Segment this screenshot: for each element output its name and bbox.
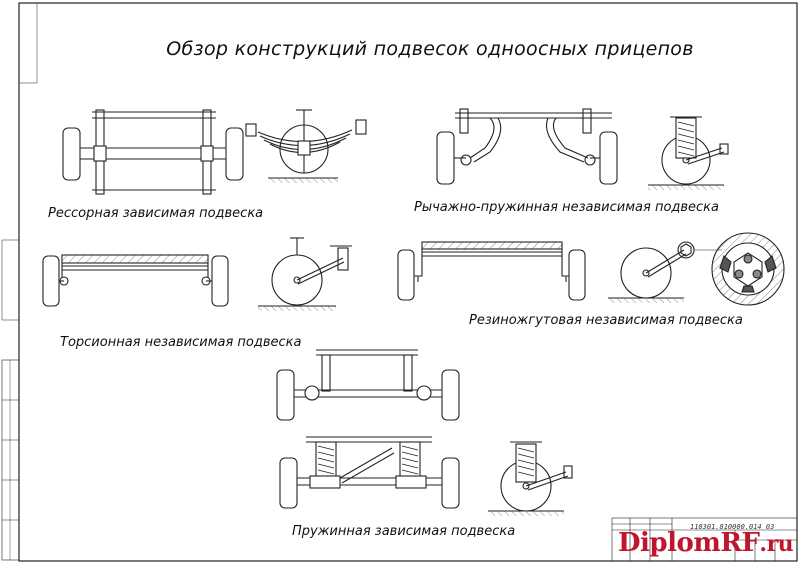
caption-lever-spring: Рычажно-пружинная независимая подвеска [414,200,720,215]
leaf-spring-top-view [62,109,244,195]
torsion-side-view [258,237,352,311]
coil-spring-rear-view [276,349,460,421]
watermark-accent: RF [720,528,760,558]
lever-spring-front-view [436,108,618,185]
torsion-front-view [42,254,229,307]
coil-spring-side-view [488,441,573,516]
title-block-doc-code: 110301.810000.014 03 [690,523,775,531]
rubber-cord-side-view [608,241,722,303]
caption-torsion: Торсионная независимая подвеска [60,335,302,350]
title-block [611,517,798,562]
caption-leaf-spring: Рессорная зависимая подвеска [48,206,264,221]
coil-spring-front-view [279,436,460,509]
leaf-spring-side-view [245,109,367,183]
watermark-suffix: .ru [759,531,794,557]
caption-rubber-cord: Резиножгутовая независимая подвеска [469,313,743,328]
watermark-brand: Diplom [618,528,721,558]
lever-spring-side-view [648,116,729,190]
caption-coil-spring: Пружинная зависимая подвеска [292,524,516,539]
rubber-cord-front-view [397,241,586,301]
rubber-cord-section-detail [711,232,785,306]
page-title: Обзор конструкций подвесок одноосных при… [166,38,694,60]
watermark-logo: DiplomRF.ru [618,528,794,558]
